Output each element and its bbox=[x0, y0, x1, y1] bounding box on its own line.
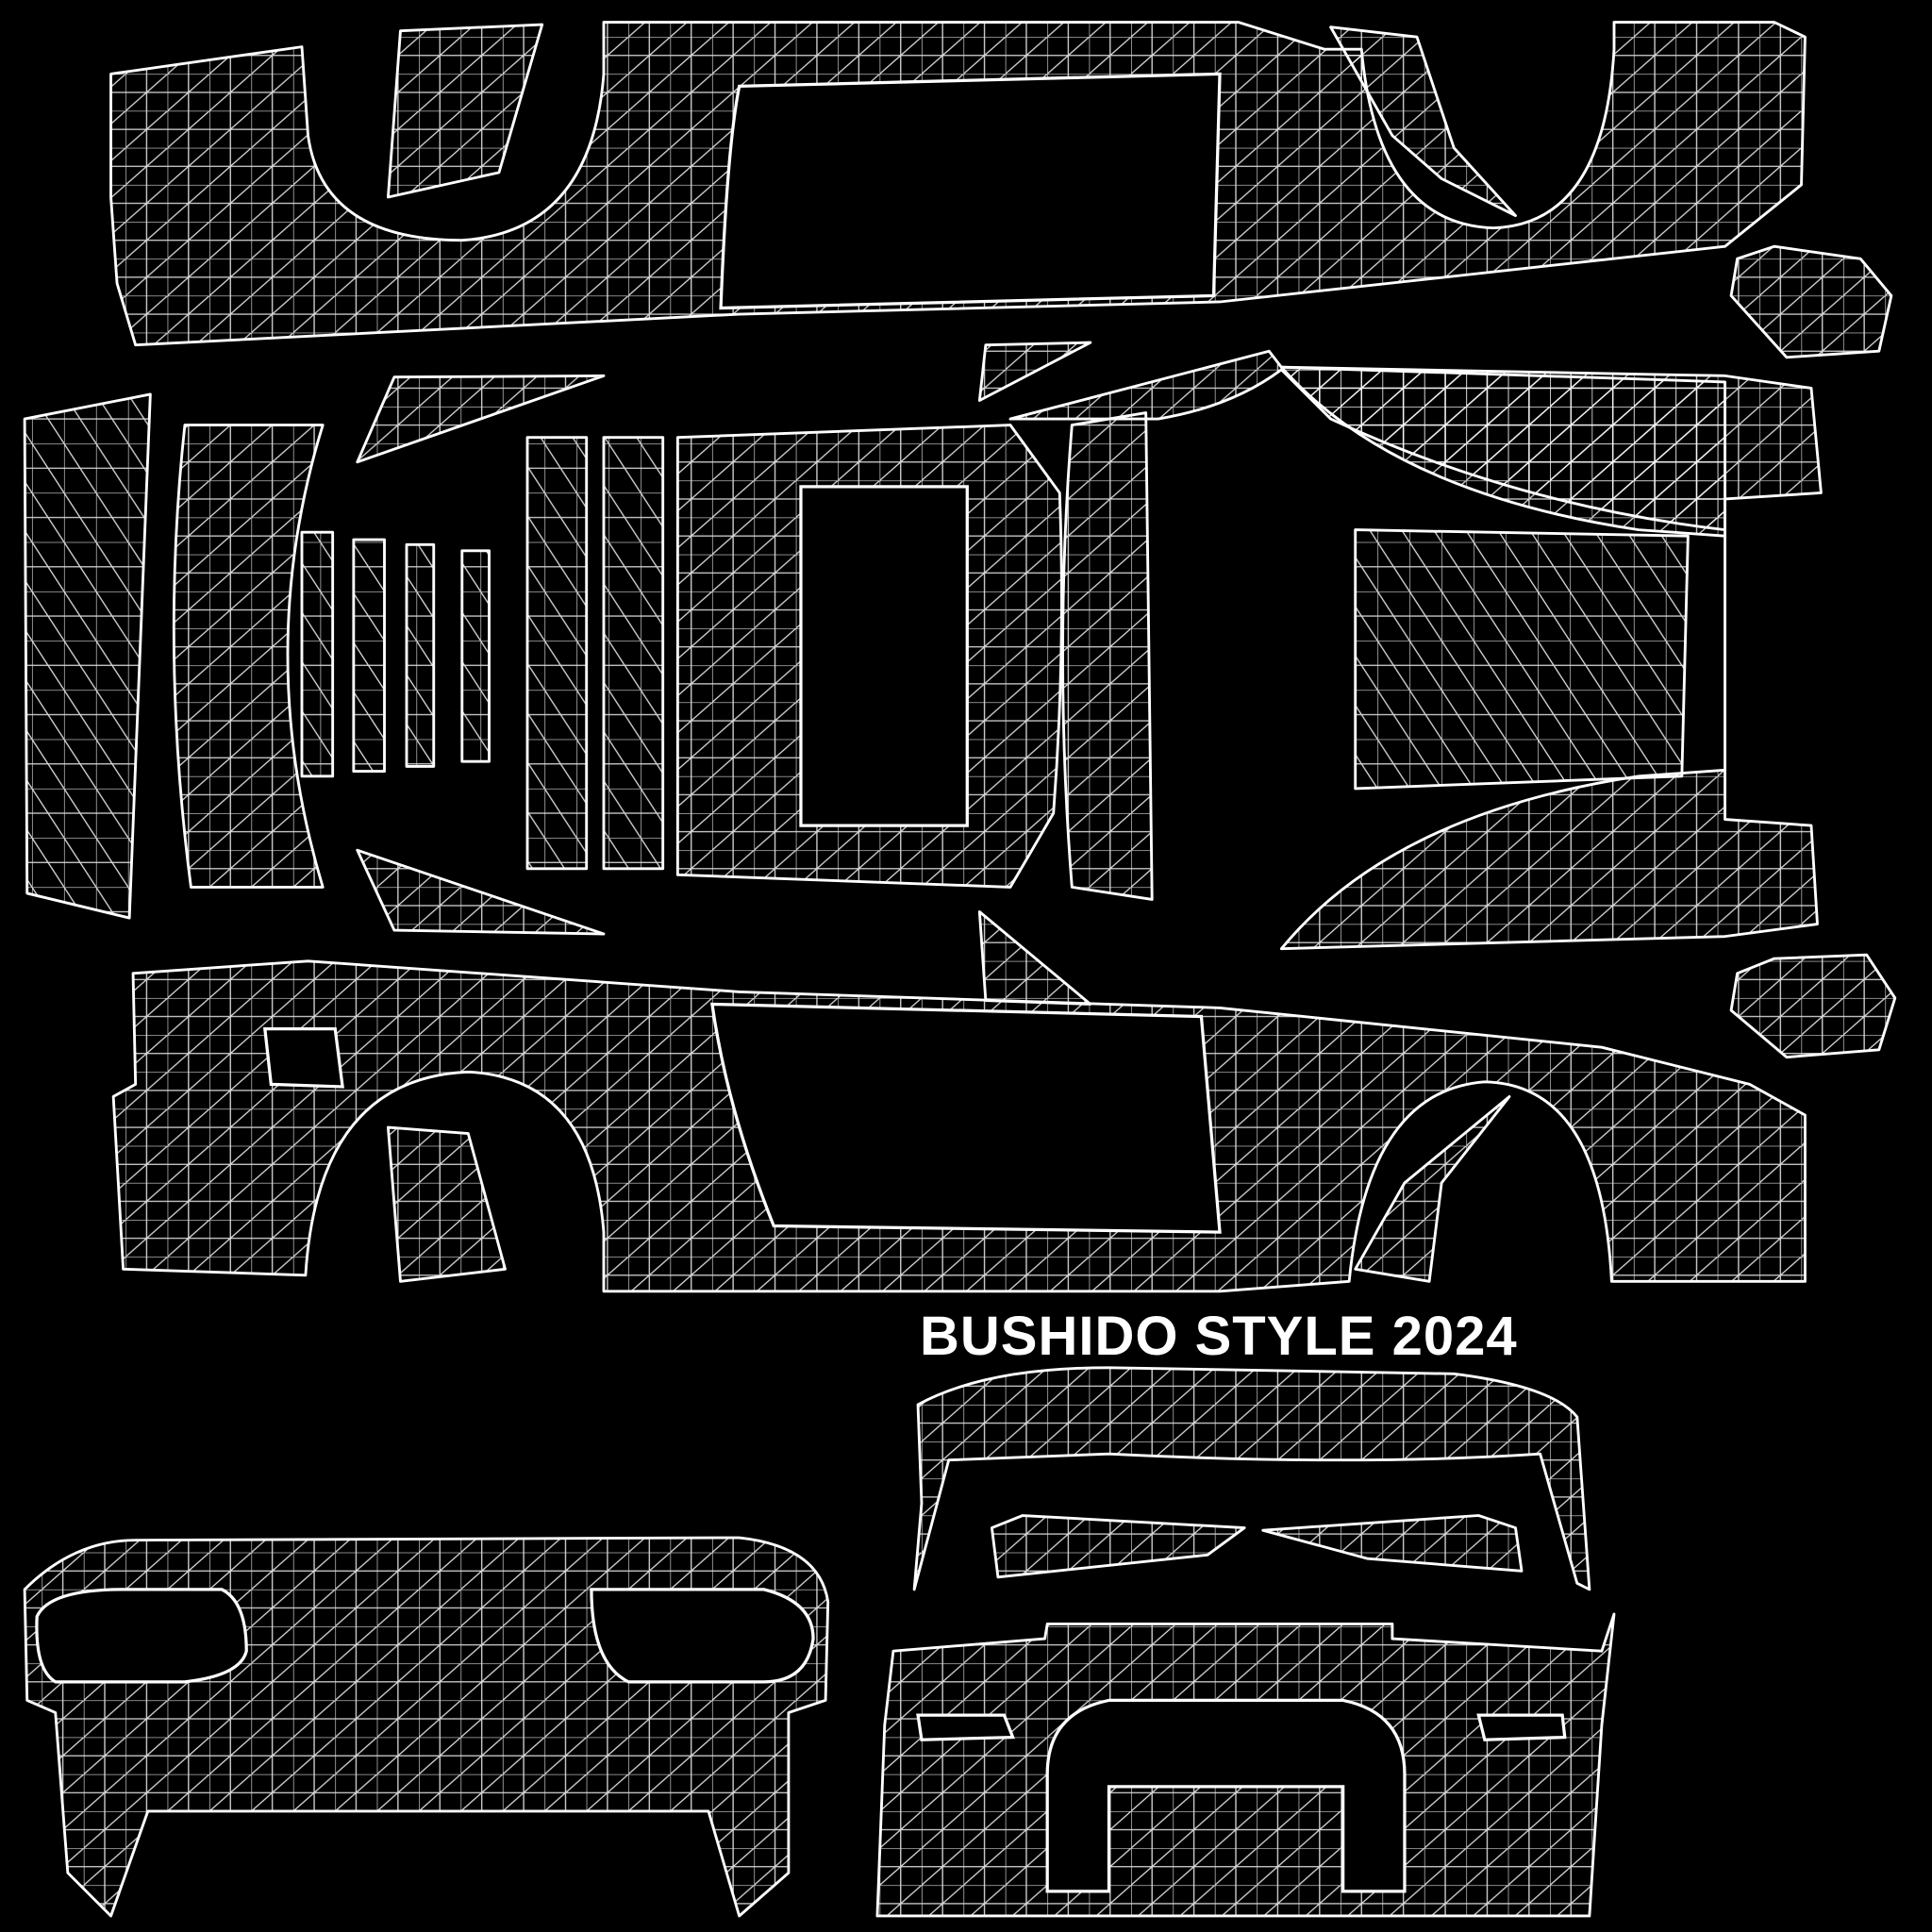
fender-liner-left-rear bbox=[386, 23, 544, 199]
spoiler-endplate-right bbox=[1261, 1514, 1524, 1573]
rear-bumper-top bbox=[23, 392, 152, 920]
windshield-strip bbox=[1061, 411, 1154, 901]
fender-liner-right-front bbox=[1354, 1094, 1511, 1283]
a-pillar-bottom bbox=[977, 910, 1092, 1006]
mirror-left bbox=[1729, 244, 1893, 359]
trunk-slat-3 bbox=[405, 542, 436, 768]
rear-quarter-glass-top bbox=[356, 374, 606, 464]
fender-liner-left-front bbox=[1329, 25, 1517, 218]
roof-strip-2 bbox=[602, 436, 665, 871]
fender-liner-right-rear bbox=[386, 1125, 507, 1283]
livery-title: BUSHIDO STYLE 2024 bbox=[920, 1306, 1518, 1367]
rear-bumper-light-right bbox=[590, 1588, 815, 1684]
fuel-door-right bbox=[262, 1026, 344, 1089]
a-pillar-top bbox=[977, 341, 1092, 402]
rear-spoiler bbox=[912, 1366, 1591, 1591]
front-bumper-foglight-left bbox=[916, 1713, 1015, 1741]
front-bumper-intake bbox=[1045, 1698, 1407, 1893]
front-bumper-foglight-right bbox=[1476, 1713, 1567, 1741]
trunk-slat-1 bbox=[300, 530, 335, 778]
roof-strip-1 bbox=[525, 436, 589, 871]
hood bbox=[1279, 365, 1823, 951]
door-window-left bbox=[719, 72, 1222, 310]
trunk-lid bbox=[172, 424, 325, 889]
trunk-slat-4 bbox=[460, 549, 491, 763]
door-window-right bbox=[710, 1002, 1222, 1234]
hood-vents bbox=[1354, 528, 1690, 791]
rear-bumper-light-left bbox=[35, 1588, 248, 1684]
mirror-right bbox=[1729, 953, 1897, 1059]
sunroof-opening bbox=[799, 485, 969, 827]
trunk-slat-2 bbox=[352, 538, 386, 774]
spoiler-endplate-left bbox=[990, 1514, 1246, 1579]
rear-quarter-glass-bottom bbox=[356, 848, 606, 936]
